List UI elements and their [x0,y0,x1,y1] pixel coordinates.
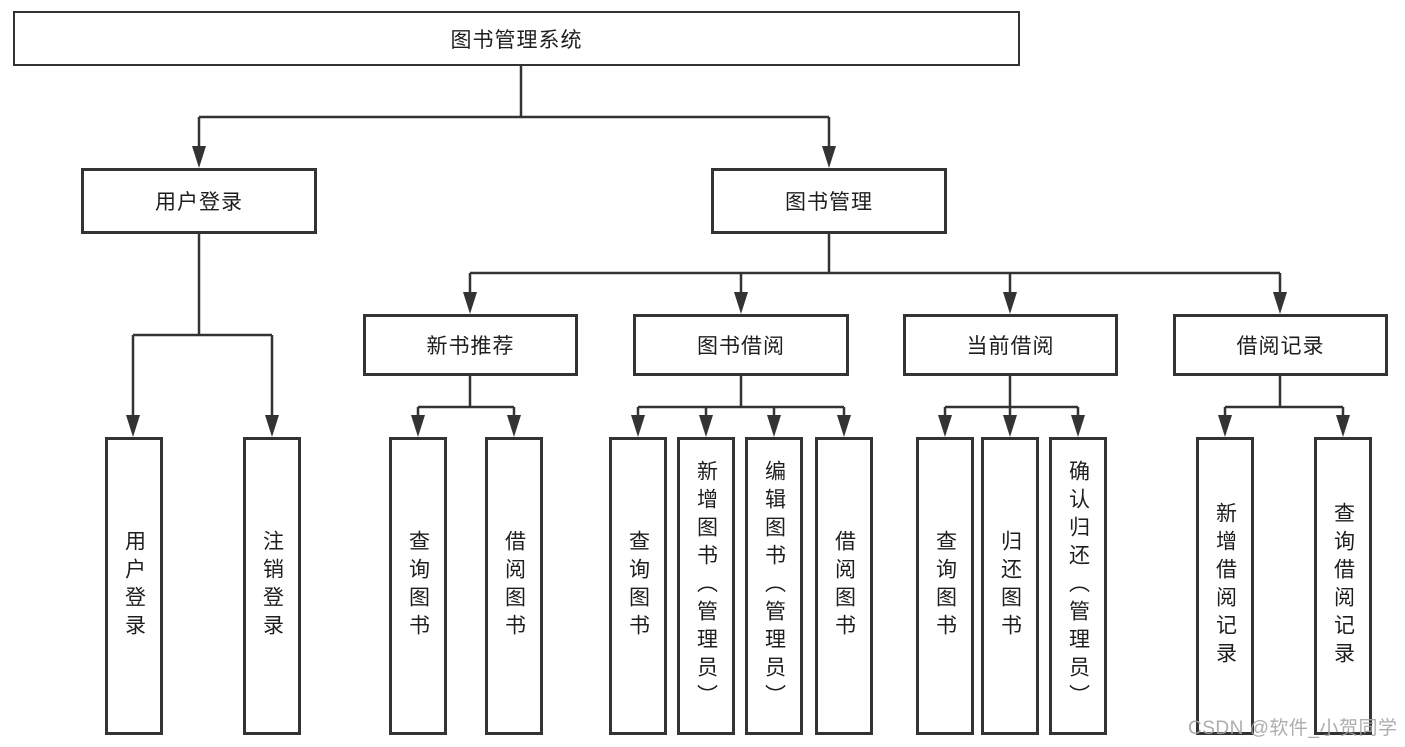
node-book-management-label: 图书管理 [785,191,873,214]
leaf-query-books-borrow: 查询图书 [609,437,667,735]
leaf-logout: 注销登录 [243,437,301,735]
leaf-logout-label: 注销登录 [260,530,284,642]
leaf-borrow-book-recommend: 借阅图书 [485,437,543,735]
node-borrow-records: 借阅记录 [1173,314,1388,376]
node-new-book-recommend: 新书推荐 [363,314,578,376]
leaf-return-book: 归还图书 [981,437,1039,735]
node-book-management: 图书管理 [711,168,947,234]
leaf-confirm-return-admin: 确认归还（管理员） [1049,437,1107,735]
node-new-book-recommend-label: 新书推荐 [426,335,515,358]
leaf-query-books-current: 查询图书 [916,437,974,735]
leaf-query-borrow-record: 查询借阅记录 [1314,437,1372,735]
leaf-borrow-book: 借阅图书 [815,437,873,735]
node-book-borrow: 图书借阅 [633,314,849,376]
leaf-edit-book-admin: 编辑图书（管理员） [745,437,803,735]
node-library-system-label: 图书管理系统 [450,28,583,52]
leaf-edit-book-admin-label: 编辑图书（管理员） [762,460,786,712]
csdn-watermark: CSDN @软件_小贺同学 [1188,718,1398,739]
leaf-user-login: 用户登录 [105,437,163,735]
leaf-borrow-book-recommend-label: 借阅图书 [502,530,526,642]
leaf-user-login-label: 用户登录 [122,530,146,642]
leaf-confirm-return-admin-label: 确认归还（管理员） [1066,460,1090,712]
leaf-add-book-admin: 新增图书（管理员） [677,437,735,735]
leaf-add-book-admin-label: 新增图书（管理员） [694,460,718,712]
node-user-login: 用户登录 [81,168,317,234]
leaf-query-books-recommend-label: 查询图书 [406,530,430,642]
node-library-system: 图书管理系统 [13,11,1020,66]
node-user-login-label: 用户登录 [155,191,243,214]
leaf-query-books-borrow-label: 查询图书 [626,530,650,642]
leaf-add-borrow-record: 新增借阅记录 [1196,437,1254,735]
node-book-borrow-label: 图书借阅 [697,335,785,358]
connector-paths [131,66,1345,419]
leaf-query-books-current-label: 查询图书 [933,530,957,642]
arrowheads [126,146,1350,437]
leaf-query-borrow-record-label: 查询借阅记录 [1331,502,1355,670]
node-current-borrow-label: 当前借阅 [966,335,1055,358]
leaf-return-book-label: 归还图书 [998,530,1022,642]
node-borrow-records-label: 借阅记录 [1236,335,1325,358]
leaf-borrow-book-label: 借阅图书 [832,530,856,642]
leaf-add-borrow-record-label: 新增借阅记录 [1213,502,1237,670]
node-current-borrow: 当前借阅 [903,314,1118,376]
leaf-query-books-recommend: 查询图书 [389,437,447,735]
